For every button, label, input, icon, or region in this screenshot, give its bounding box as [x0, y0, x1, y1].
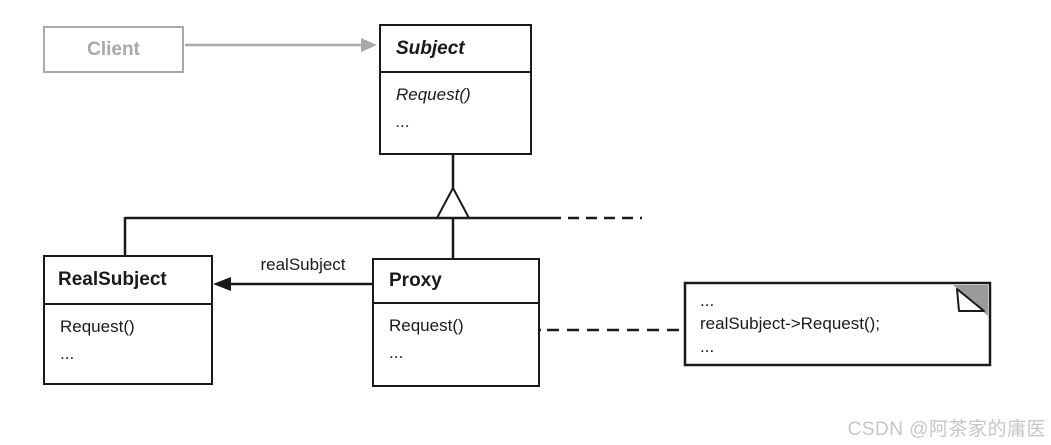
class-box-realsubject: RealSubject Request() ...	[43, 255, 213, 385]
class-members-proxy: Request() ...	[374, 304, 538, 366]
inheritance-triangle-icon	[435, 185, 471, 219]
member-request: Request()	[389, 316, 464, 335]
member-request: Request()	[60, 317, 135, 336]
note-line-3: ...	[700, 337, 715, 356]
csdn-watermark: CSDN @阿茶家的庸医	[847, 419, 1046, 440]
member-ellipsis: ...	[60, 344, 75, 363]
proxy-realsubject-arrowhead-icon	[213, 277, 231, 291]
class-members-realsubject: Request() ...	[45, 305, 211, 367]
member-ellipsis: ...	[396, 112, 411, 131]
class-members-subject: Request() ...	[381, 73, 530, 135]
note-code-text: ... realSubject->Request(); ...	[700, 289, 975, 358]
client-subject-arrowhead-icon	[361, 38, 377, 52]
class-title-subject: Subject	[381, 26, 530, 73]
note-fold-flap-icon	[956, 288, 985, 312]
note-box-rect	[683, 281, 992, 367]
note-line-1: ...	[700, 291, 715, 310]
class-box-proxy: Proxy Request() ...	[372, 258, 540, 387]
class-title-proxy: Proxy	[374, 260, 538, 304]
class-box-client: Client	[43, 26, 184, 73]
member-ellipsis: ...	[389, 343, 404, 362]
class-title-realsubject: RealSubject	[45, 257, 211, 305]
class-title-client: Client	[87, 38, 140, 60]
reference-label-realsubject: realSubject	[260, 255, 346, 274]
class-box-subject: Subject Request() ...	[379, 24, 532, 155]
note-line-2: realSubject->Request();	[700, 314, 881, 333]
member-request: Request()	[396, 85, 471, 104]
